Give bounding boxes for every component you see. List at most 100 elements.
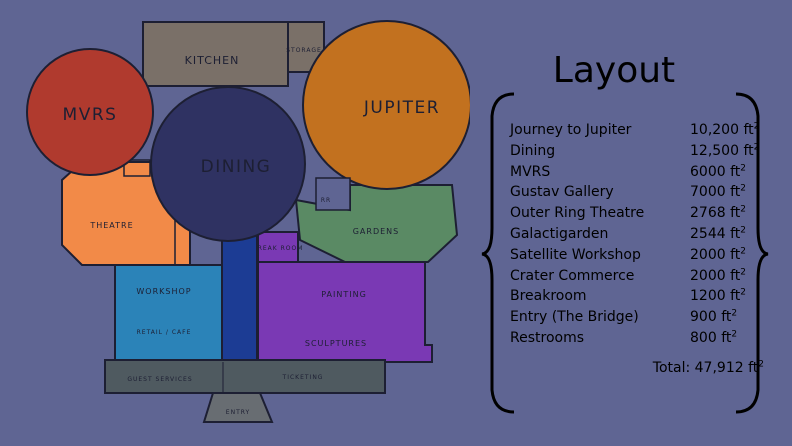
gardens-label: GARDENS (353, 227, 400, 236)
legend-item-number: 2000 (690, 246, 726, 263)
entry-label: ENTRY (226, 409, 250, 416)
legend-item-unit: ft (730, 288, 741, 305)
legend-row: Journey to Jupiter 10,200 ft2 (510, 120, 764, 141)
legend-item-unit: ft (730, 267, 741, 284)
theatre-label: THEATRE (89, 221, 133, 230)
legend-item-value: 2544 ft2 (690, 224, 764, 245)
legend-item-value: 2000 ft2 (690, 266, 764, 287)
dining-area[interactable] (150, 86, 306, 242)
break-room-label: BREAK ROOM (253, 245, 304, 252)
total-unit-exp: 2 (758, 359, 764, 370)
legend-item-unit-exp: 2 (731, 308, 738, 319)
jupiter-label: JUPITER (363, 98, 440, 118)
legend-item-name: Breakroom (510, 288, 587, 305)
legend-item-value: 800 ft2 (690, 328, 764, 349)
legend-item-unit: ft (721, 309, 732, 326)
legend-item-unit-exp: 2 (740, 287, 746, 298)
mvrs-label: MVRS (63, 105, 118, 125)
retail-cafe-label: RETAIL / CAFE (137, 329, 192, 336)
legend-item-name: Crater Commerce (510, 267, 635, 284)
legend-item-unit-exp: 2 (740, 162, 746, 173)
legend-total: Total: 47,912 ft2 (510, 360, 764, 376)
legend-item-number: 12,500 (690, 142, 739, 159)
storage-label: STORAGE (286, 47, 322, 54)
total-unit: ft (748, 360, 759, 376)
mvrs-area[interactable] (26, 48, 154, 176)
legend-item-number: 1200 (690, 288, 726, 305)
legend-item-unit: ft (730, 163, 741, 180)
legend-item-unit: ft (730, 246, 741, 263)
legend-item-unit: ft (730, 184, 741, 201)
legend-item-value: 2000 ft2 (690, 245, 764, 266)
legend-row: Galactigarden 2544 ft2 (510, 224, 764, 245)
entry-area[interactable] (202, 392, 274, 423)
legend-item-value: 2768 ft2 (690, 203, 764, 224)
legend-item-unit: ft (721, 329, 732, 346)
central-corridor[interactable] (221, 231, 258, 363)
kitchen-label: KITCHEN (185, 54, 240, 67)
legend-item-number: 2544 (690, 225, 726, 242)
legend-row: Outer Ring Theatre 2768 ft2 (510, 203, 764, 224)
legend-item-unit-exp: 2 (740, 204, 746, 215)
guest-services-label: GUEST SERVICES (127, 376, 192, 383)
floor-plan: KITCHEN STORAGE GARDENS THEATRE WORKSHOP… (26, 20, 470, 423)
legend-item-unit-exp: 2 (740, 183, 746, 194)
legend-item-unit-exp: 2 (731, 329, 738, 340)
legend-item-unit: ft (743, 122, 754, 138)
legend-item-unit-exp: 2 (740, 225, 746, 236)
legend-item-unit-exp: 2 (753, 121, 760, 132)
legend-row: Crater Commerce 2000 ft2 (510, 266, 764, 287)
storage-area[interactable] (287, 21, 325, 73)
legend-row: Entry (The Bridge) 900 ft2 (510, 307, 764, 328)
kitchen-area[interactable] (142, 21, 289, 87)
legend-item-unit: ft (743, 142, 754, 159)
legend-item-name: Entry (The Bridge) (510, 309, 639, 326)
legend-row: Restrooms 800 ft2 (510, 328, 764, 349)
legend-item-unit: ft (730, 205, 741, 222)
legend-item-name: Satellite Workshop (510, 246, 641, 263)
painting-label: PAINTING (321, 290, 367, 299)
legend-item-value: 6000 ft2 (690, 162, 764, 183)
dining-label: DINING (201, 157, 272, 177)
legend-item-number: 2000 (690, 267, 726, 284)
legend-item-name: Dining (510, 142, 556, 159)
legend-item-name: Restrooms (510, 329, 585, 346)
legend-item-name: MVRS (510, 163, 551, 180)
total-value: 47,912 (694, 360, 744, 376)
workshop-area[interactable] (114, 264, 223, 361)
guest-services-bar[interactable] (104, 359, 386, 394)
legend-item-name: Journey to Jupiter (510, 122, 632, 138)
legend-brace (481, 92, 769, 414)
legend-row: Dining 12,500 ft2 (510, 141, 764, 162)
legend-item-value: 1200 ft2 (690, 286, 764, 307)
legend-item-number: 2768 (690, 205, 726, 222)
legend-item-unit-exp: 2 (753, 142, 760, 153)
legend-item-unit-exp: 2 (740, 246, 746, 257)
legend-item-number: 7000 (690, 184, 726, 201)
legend-item-value: 10,200 ft2 (690, 120, 764, 141)
legend-item-number: 10,200 (690, 122, 739, 138)
legend-row: Gustav Gallery 7000 ft2 (510, 182, 764, 203)
rr-label: RR (321, 197, 331, 204)
legend-item-number: 6000 (690, 163, 726, 180)
legend-item-number: 800 (690, 329, 717, 346)
legend-title: Layout (552, 50, 676, 91)
legend-row: MVRS 6000 ft2 (510, 162, 764, 183)
legend-item-value: 12,500 ft2 (690, 141, 764, 162)
restrooms-area[interactable] (315, 177, 351, 211)
total-label: Total: (652, 360, 691, 376)
sculptures-label: SCULPTURES (305, 339, 367, 348)
legend-item-name: Galactigarden (510, 225, 609, 242)
legend-item-value: 7000 ft2 (690, 182, 764, 203)
legend-item-number: 900 (690, 309, 717, 326)
legend-item-value: 900 ft2 (690, 307, 764, 328)
legend-item-name: Outer Ring Theatre (510, 205, 645, 222)
legend-row: Satellite Workshop 2000 ft2 (510, 245, 764, 266)
workshop-label: WORKSHOP (136, 287, 191, 296)
jupiter-area[interactable] (302, 20, 470, 190)
legend-item-name: Gustav Gallery (510, 184, 614, 201)
legend-item-unit: ft (730, 225, 741, 242)
ticketing-label: TICKETING (282, 374, 324, 381)
